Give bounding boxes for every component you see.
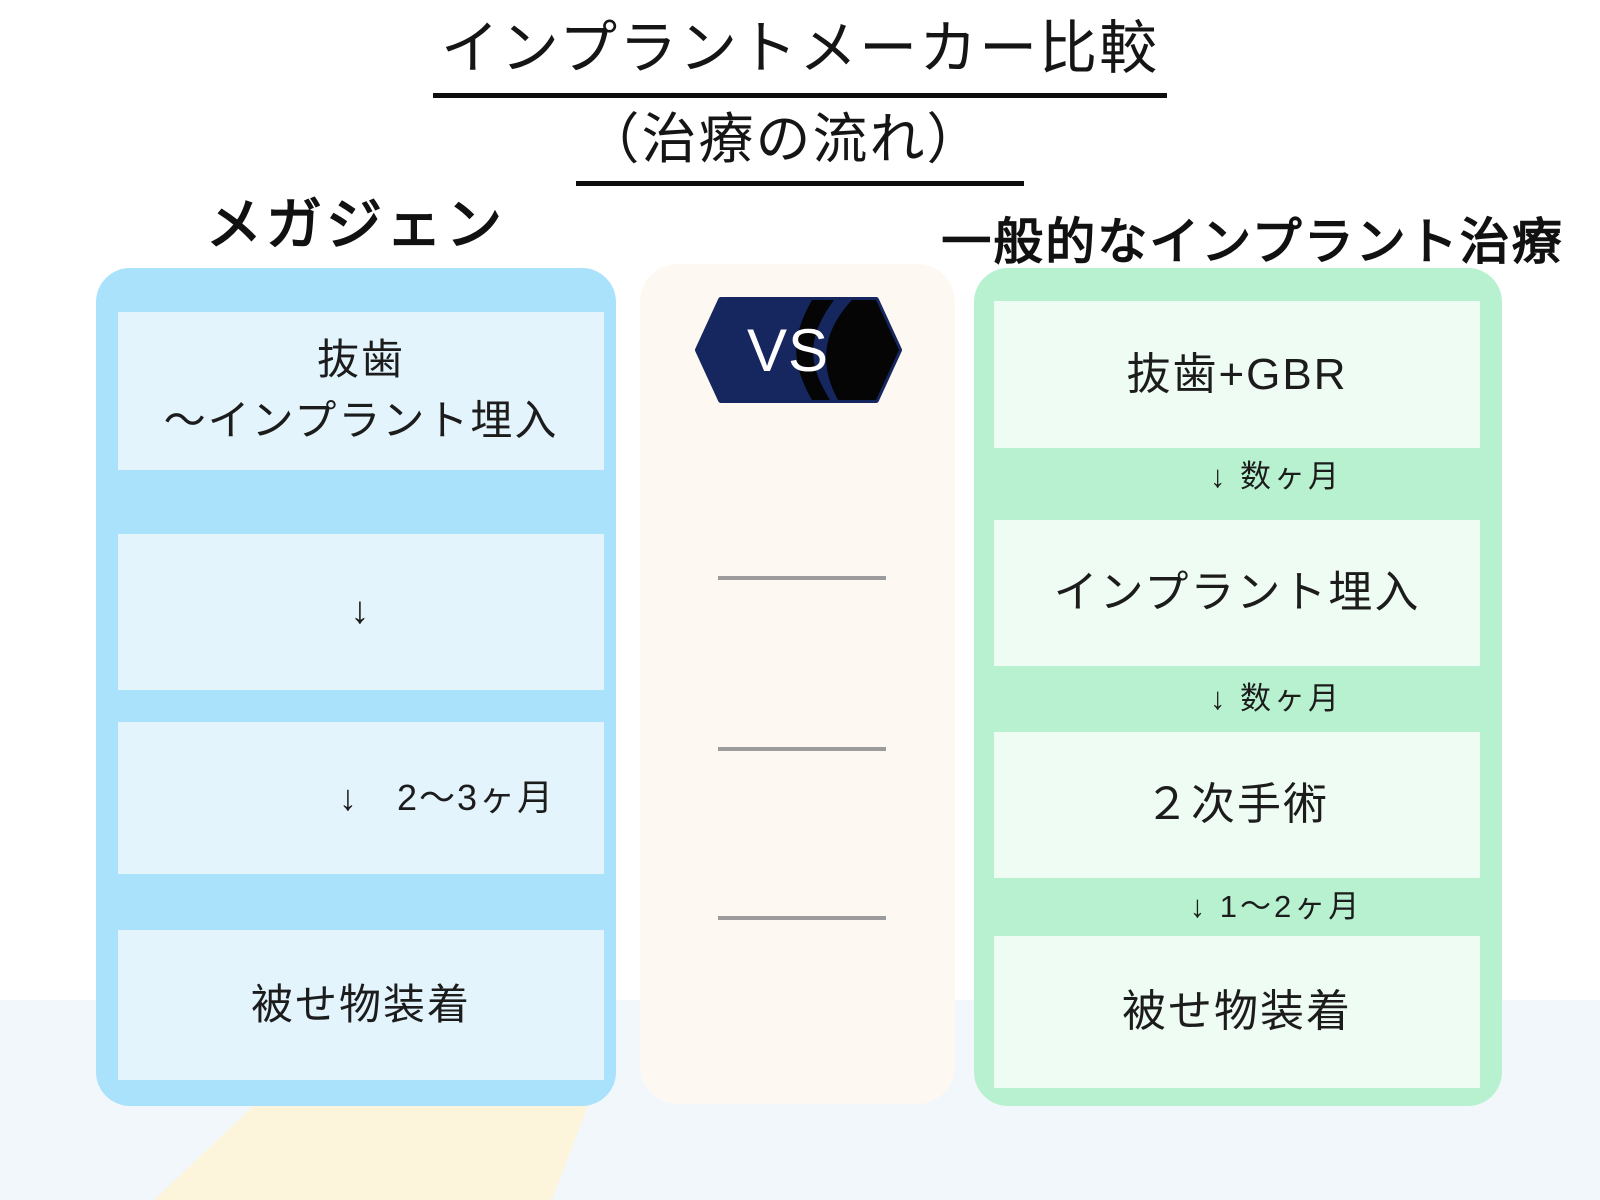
right-step-extraction-gbr: 抜歯+GBR — [994, 301, 1480, 448]
connector-line-3 — [718, 916, 886, 920]
page-title-line2: （治療の流れ） — [576, 108, 1024, 186]
vs-badge: VS — [695, 297, 902, 403]
vs-badge-label: VS — [747, 317, 829, 384]
left-step1-line1: 抜歯 — [316, 336, 405, 384]
vs-badge-black-half — [826, 300, 899, 400]
left-step-arrow: ↓ — [118, 534, 604, 690]
right-arrow2-label: ↓ 数ヶ月 — [1209, 681, 1343, 716]
left-step4-label: 被せ物装着 — [250, 980, 471, 1028]
left-step-extraction-implant: 抜歯 〜インプラント埋入 — [118, 312, 604, 470]
middle-panel: VS — [640, 264, 955, 1104]
right-arrow-months-3: ↓ 1〜2ヶ月 — [974, 878, 1502, 936]
left-step-crown-placement: 被せ物装着 — [118, 930, 604, 1080]
right-arrow3-label: ↓ 1〜2ヶ月 — [1189, 889, 1363, 924]
vs-badge-swoosh — [796, 300, 834, 400]
page-title-line1: インプラントメーカー比較 — [432, 16, 1168, 98]
left-step1-line2: 〜インプラント埋入 — [163, 397, 559, 444]
connector-line-2 — [718, 747, 886, 751]
right-step-second-surgery: ２次手術 — [994, 732, 1480, 878]
right-step4-label: 被せ物装着 — [1122, 987, 1352, 1037]
right-arrow-months-1: ↓ 数ヶ月 — [974, 434, 1502, 520]
connector-line-1 — [718, 576, 886, 580]
right-step3-label: ２次手術 — [1145, 780, 1329, 830]
left-step3-label: ↓ 2〜3ヶ月 — [338, 776, 556, 818]
right-flow-card: 抜歯+GBR ↓ 数ヶ月 インプラント埋入 ↓ 数ヶ月 ２次手術 ↓ 1〜2ヶ月… — [974, 268, 1502, 1106]
right-step1-label: 抜歯+GBR — [1126, 349, 1348, 399]
right-step2-label: インプラント埋入 — [1053, 568, 1421, 618]
left-flow-card: 抜歯 〜インプラント埋入 ↓ ↓ 2〜3ヶ月 被せ物装着 — [96, 268, 616, 1106]
right-arrow1-label: ↓ 数ヶ月 — [1209, 459, 1343, 494]
right-step-implant-placement: インプラント埋入 — [994, 520, 1480, 666]
right-arrow-months-2: ↓ 数ヶ月 — [974, 666, 1502, 732]
page-title: インプラントメーカー比較 （治療の流れ） — [0, 16, 1600, 186]
left-column-header: メガジェン — [206, 193, 506, 256]
left-step-waiting-period: ↓ 2〜3ヶ月 — [118, 722, 604, 874]
right-column-header: 一般的なインプラント治療 — [941, 214, 1564, 270]
right-step-crown-placement: 被せ物装着 — [994, 936, 1480, 1088]
left-step2-label: ↓ — [350, 590, 372, 633]
